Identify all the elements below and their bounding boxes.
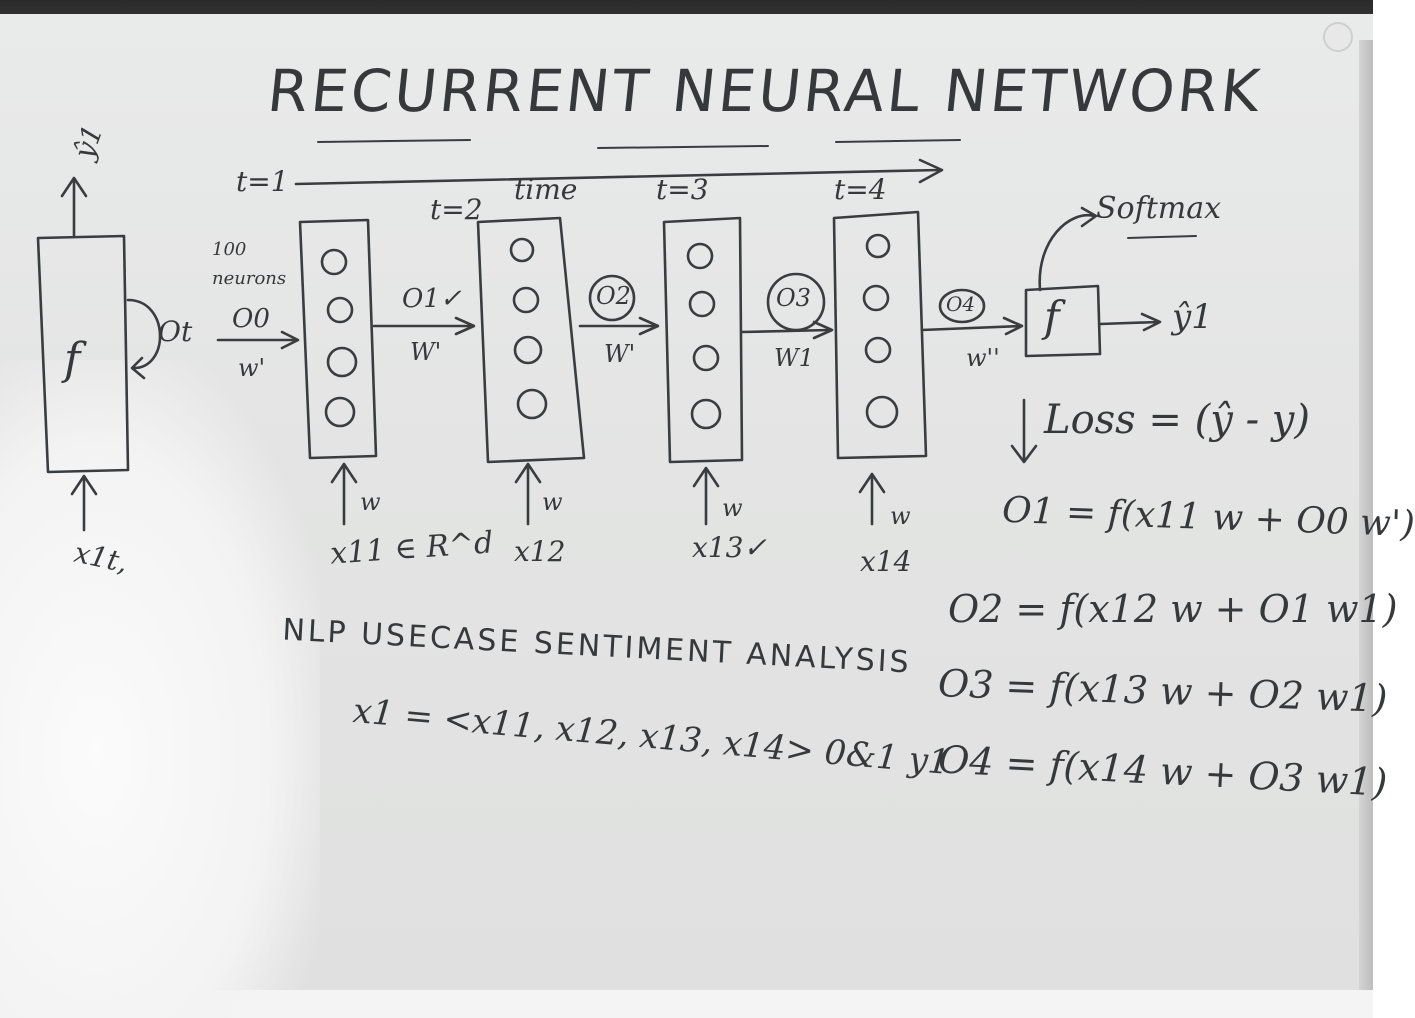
arrow-step-1-2 (372, 316, 476, 336)
input-weight-1: w (360, 488, 381, 516)
neurons-step-3 (686, 242, 722, 430)
loss-equation: Loss = (ŷ - y) (1044, 397, 1310, 443)
output-box (1024, 284, 1102, 358)
output-label-4: O4 (946, 292, 976, 316)
initial-state-label: O0 (232, 304, 270, 334)
output-cell-f: f (1044, 292, 1060, 341)
t-label-2: t=2 (430, 193, 483, 226)
input-weight-2: w (542, 488, 563, 516)
step-box-1 (298, 218, 378, 460)
time-arrow (294, 158, 944, 186)
folded-output-arrow (60, 176, 88, 238)
input-label-2: x12 (514, 535, 566, 568)
weight-label-2: W' (604, 340, 636, 368)
whiteboard-frame (1359, 40, 1373, 990)
input-arrow-2 (514, 462, 542, 526)
input-arrow-4 (858, 472, 886, 526)
loop-label: Ot (158, 315, 193, 348)
player-settings-icon[interactable] (1323, 22, 1353, 52)
input-weight-3: w (722, 494, 743, 522)
arrow-into-step-1 (216, 330, 300, 350)
neurons-step-1 (320, 248, 358, 428)
equation-o2: O2 = f(x12 w + O1 w1) (948, 587, 1398, 631)
initial-weight-label: w' (238, 354, 266, 382)
t-label-3: t=3 (656, 173, 709, 206)
input-label-4: x14 (860, 545, 912, 578)
arrow-out-pred (1098, 312, 1162, 332)
input-label-3: x13✓ (692, 531, 767, 564)
arrow-step-2-3 (578, 316, 660, 336)
softmax-arrow (1038, 206, 1098, 292)
o4-circle (938, 288, 986, 324)
time-axis-label: time (514, 173, 578, 206)
softmax-underline (1127, 235, 1197, 239)
neurons-step-2 (509, 237, 548, 420)
title-underline-2 (597, 145, 769, 149)
step-box-4 (832, 210, 928, 460)
t-label-4: t=4 (834, 173, 887, 206)
folded-input-arrow (70, 474, 98, 532)
recurrent-loop-arrow (126, 298, 162, 380)
output-label-3: O3 (776, 284, 811, 312)
glare-area (0, 360, 320, 1018)
weight-label-1: W' (410, 338, 442, 366)
output-label-1: O1✓ (402, 284, 462, 314)
input-arrow-1 (330, 462, 358, 526)
neurons-step-4 (862, 233, 899, 429)
prediction-label: ŷ1 (1172, 297, 1213, 337)
weight-label-3: W1 (774, 344, 814, 372)
output-label-2: O2 (596, 282, 631, 310)
time-start-label: t=1 (236, 165, 289, 198)
title-underline-3 (835, 139, 961, 143)
step-box-2 (476, 216, 586, 464)
o3-circle (766, 272, 826, 332)
input-weight-4: w (890, 502, 911, 530)
input-arrow-3 (692, 466, 720, 526)
board-title: RECURRENT NEURAL NETWORK (264, 57, 1266, 125)
neurons-count-label: 100 neurons (212, 239, 287, 289)
folded-cell-f: f (64, 334, 81, 385)
loss-arrow (1010, 398, 1038, 464)
arrow-step-4-out (920, 316, 1024, 336)
diagram-strokes (36, 139, 1197, 532)
o2-circle (588, 274, 636, 322)
softmax-label: Softmax (1096, 191, 1222, 226)
weight-label-4: w'' (966, 344, 1000, 372)
arrow-step-3-4 (740, 320, 834, 340)
title-underline-1 (317, 139, 471, 143)
folded-rnn-box (36, 234, 130, 474)
step-box-3 (662, 216, 744, 464)
